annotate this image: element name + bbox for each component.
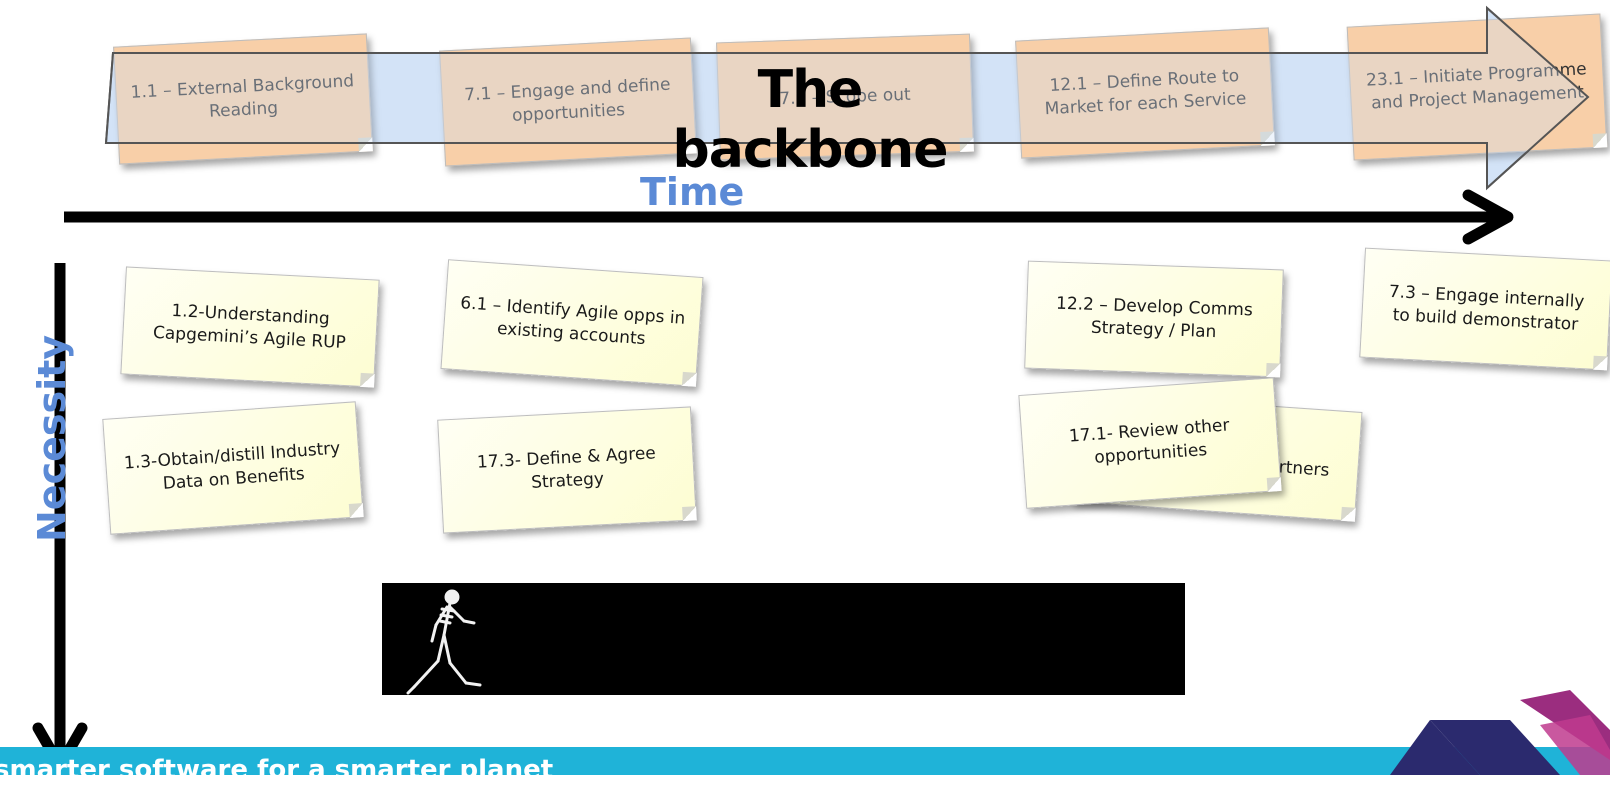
- time-axis-arrow: [64, 189, 1514, 245]
- necessity-axis-label: Necessity: [30, 334, 74, 542]
- backbone-title: The backbone: [672, 60, 949, 180]
- note-identify-agile-opps[interactable]: 6.1 – Identify Agile opps in existing ac…: [440, 259, 704, 387]
- time-axis-label: Time: [640, 170, 745, 214]
- note-understanding-agile-rup[interactable]: 1.2-Understanding Capgemini’s Agile RUP: [120, 266, 380, 388]
- note-engage-internally[interactable]: 7.3 – Engage internally to build demonst…: [1359, 247, 1610, 371]
- note-define-agree-strategy[interactable]: 17.3- Define & Agree Strategy: [437, 406, 697, 534]
- note-review-other-opportunities[interactable]: 17.1- Review other opportunities: [1018, 377, 1282, 509]
- note-partners-text: rtners: [1278, 456, 1331, 481]
- skeleton-walking-figure-icon: [406, 589, 482, 695]
- note-industry-data-benefits[interactable]: 1.3-Obtain/distill Industry Data on Bene…: [102, 401, 364, 535]
- footer-tagline: smarter software for a smarter planet: [0, 755, 554, 785]
- footer-bar: [0, 747, 1610, 775]
- note-develop-comms-strategy[interactable]: 12.2 – Develop Comms Strategy / Plan: [1024, 260, 1284, 378]
- brand-chevron-logo-icon: [1390, 690, 1610, 775]
- embedded-animation[interactable]: [382, 583, 1185, 695]
